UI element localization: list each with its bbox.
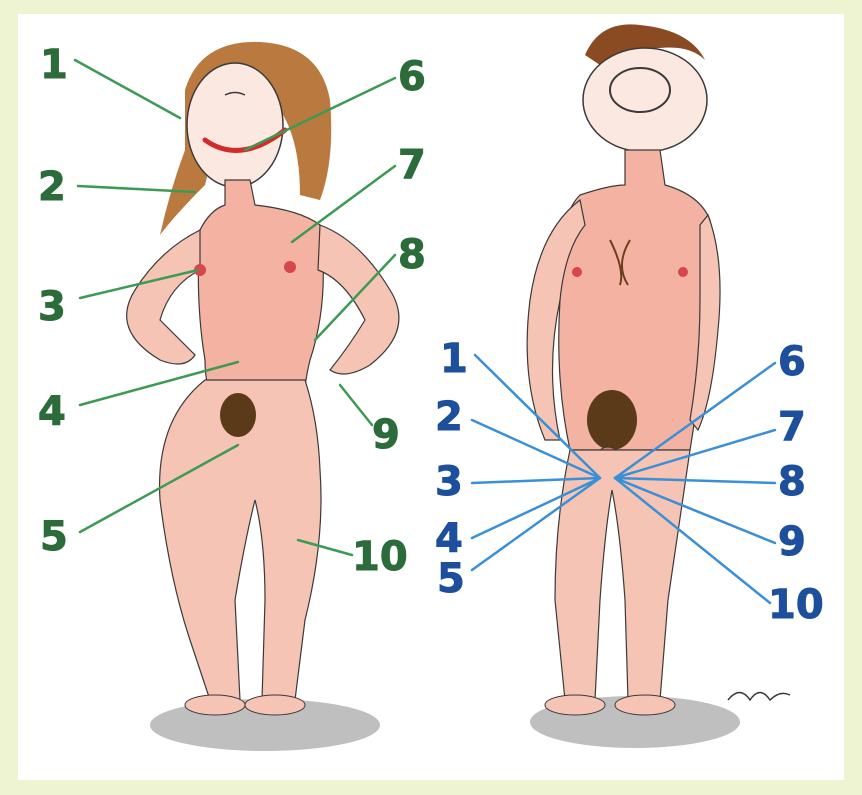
female-label-4: 4 [38,389,66,435]
male-label-6: 6 [778,339,806,385]
female-label-6: 6 [398,54,426,100]
male-figure [527,24,790,715]
female-pubic-hair [220,393,256,437]
female-right-foot [245,695,305,715]
male-legs [555,450,690,700]
male-right-foot [615,695,675,715]
male-label-9: 9 [778,519,806,565]
female-head [187,63,283,187]
male-label-1: 1 [440,336,468,382]
female-label-2: 2 [38,164,66,210]
female-label-3: 3 [38,284,66,330]
male-label-10: 10 [768,582,824,628]
male-nipple-left [572,267,582,277]
female-label-5: 5 [40,514,68,560]
male-label-7: 7 [778,404,806,450]
female-right-arm [318,225,399,374]
male-head [583,48,707,152]
female-figure [127,42,399,715]
female-label-9: 9 [372,412,400,458]
male-label-5: 5 [437,556,465,602]
male-torso [559,150,714,450]
artist-signature [728,693,790,701]
female-label-8: 8 [398,232,426,278]
female-label-7: 7 [398,142,426,188]
male-nipple-right [678,267,688,277]
female-label-10: 10 [352,534,408,580]
female-label-1: 1 [40,42,68,88]
female-nipple-right [284,261,296,273]
male-left-foot [545,695,605,715]
male-label-2: 2 [435,394,463,440]
female-leader-line-1 [75,60,180,118]
male-label-8: 8 [778,459,806,505]
female-left-arm [127,230,200,364]
male-label-3: 3 [435,459,463,505]
female-leader-line-9 [340,385,372,425]
male-pubic-hair [587,390,637,450]
female-left-foot [185,695,245,715]
